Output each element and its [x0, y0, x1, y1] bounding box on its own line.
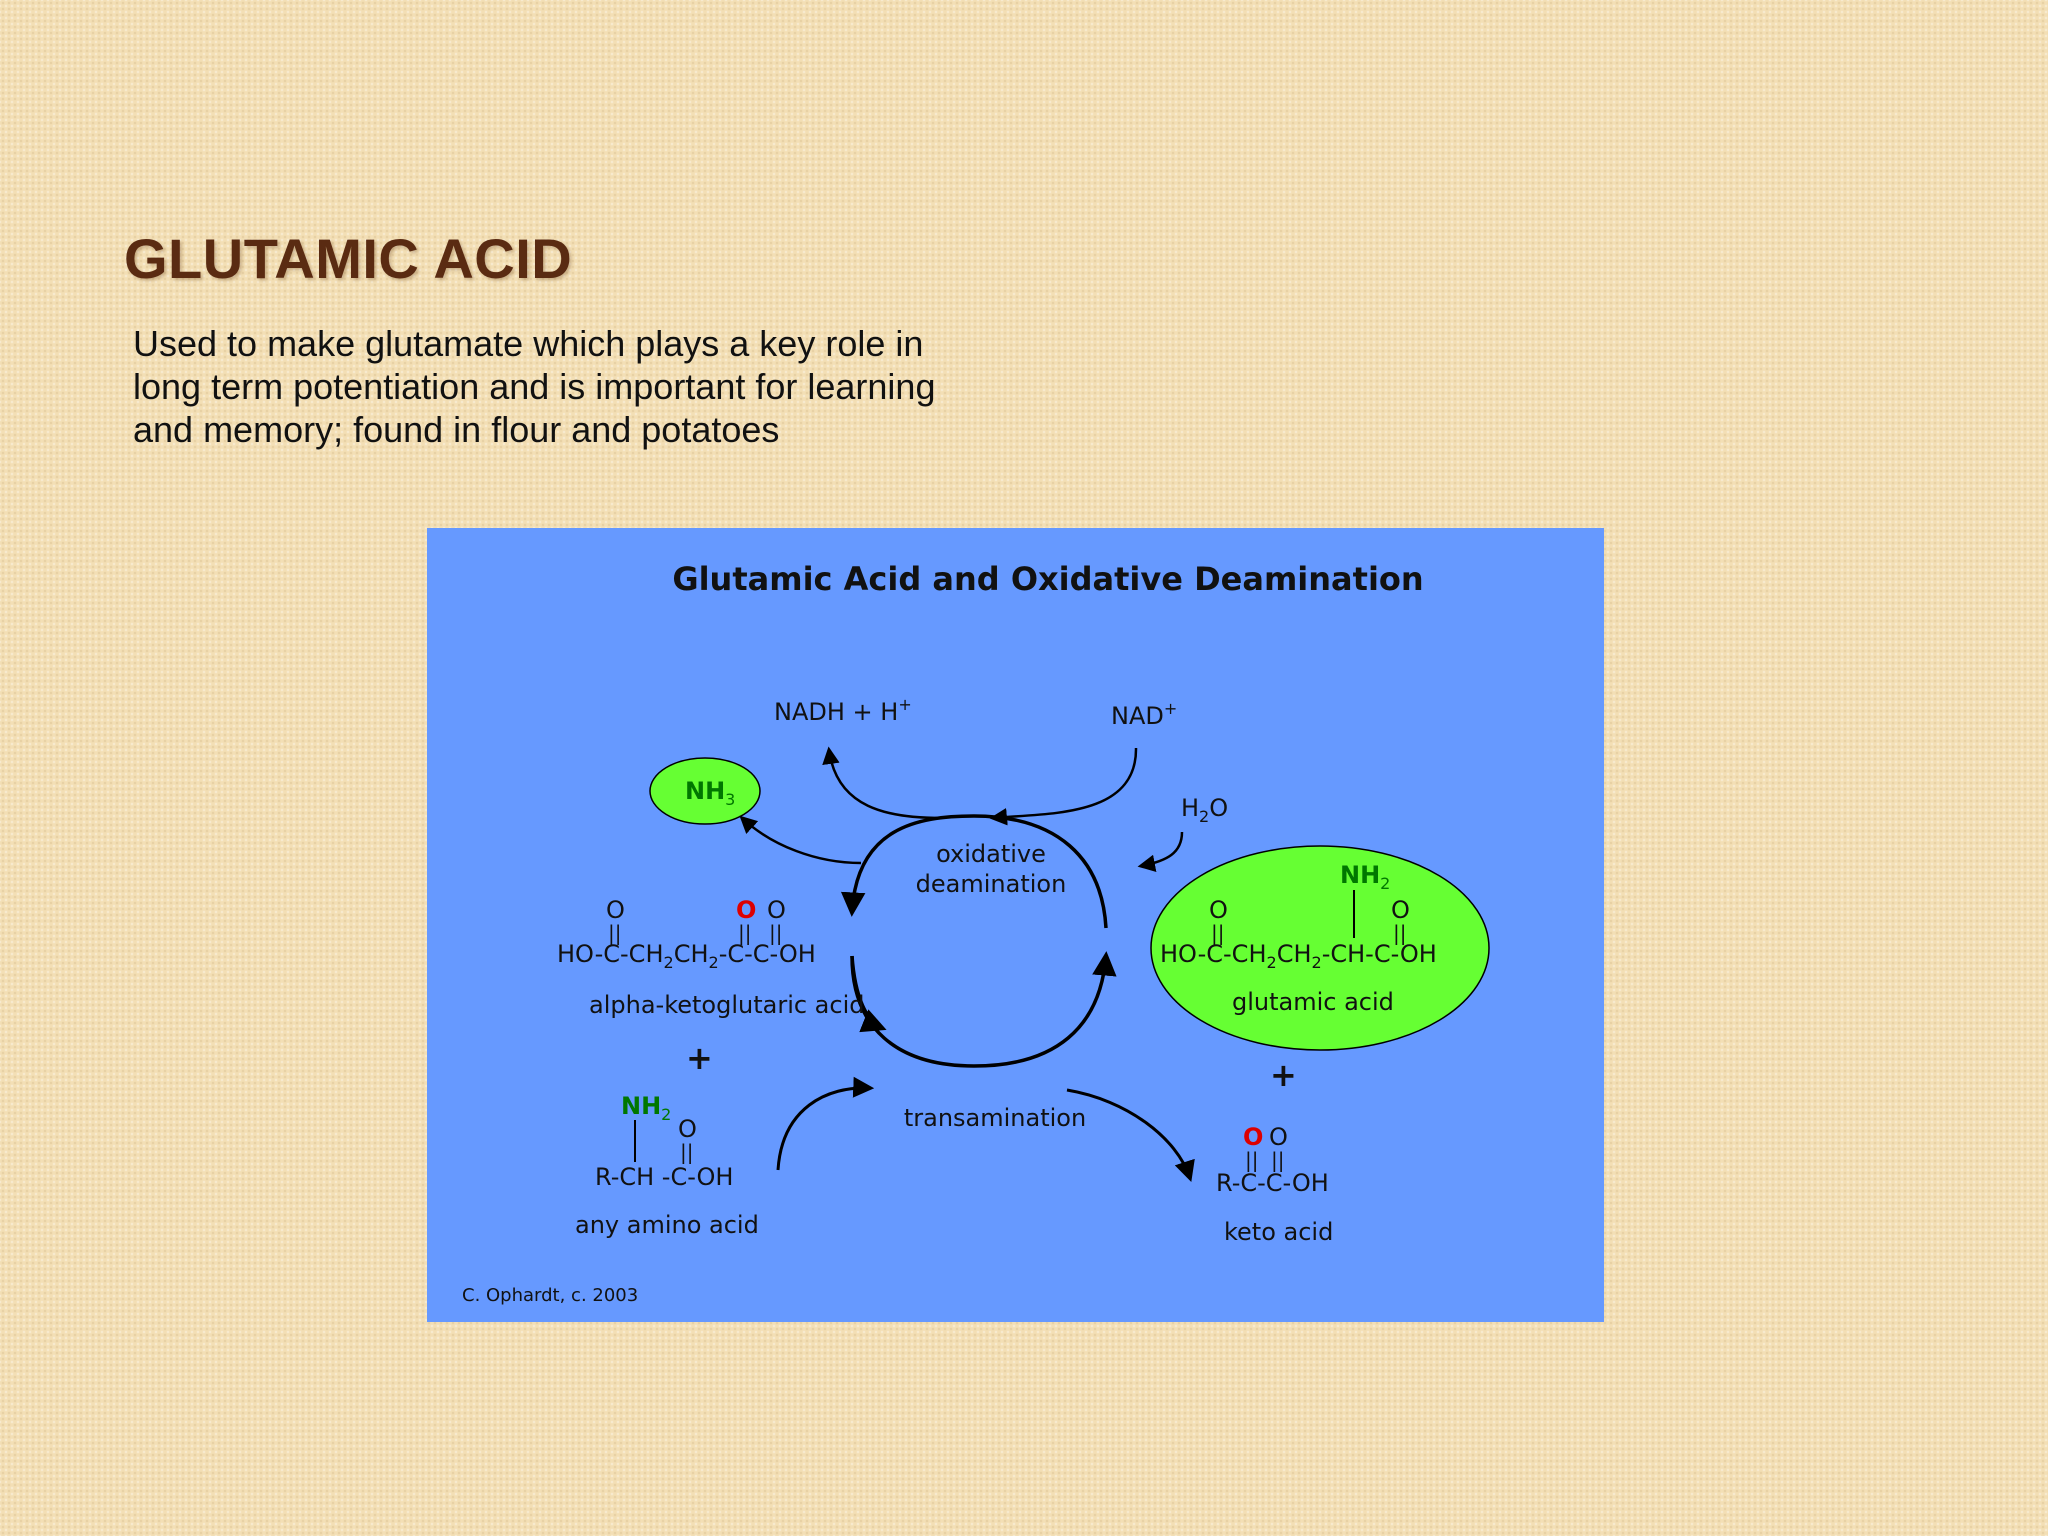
nad-label: NAD+	[1111, 699, 1177, 730]
nadh-label: NADH + H+	[774, 695, 912, 726]
keto-acid-formula: R-C-C-OH	[1216, 1169, 1329, 1197]
keto-acid: O O || || R-C-C-OH keto acid	[1216, 1123, 1333, 1246]
deamination-label: deamination	[916, 870, 1067, 898]
water-label: H2O	[1181, 794, 1228, 826]
nad-arrow	[989, 747, 1138, 826]
svg-text:O: O	[606, 896, 625, 924]
svg-text:||: ||	[1393, 921, 1406, 945]
keto-acid-arrow	[1066, 1088, 1195, 1182]
diagram-canvas: Glutamic Acid and Oxidative Deamination …	[462, 560, 1490, 1306]
svg-text:O: O	[678, 1115, 697, 1143]
figure-credit: C. Ophardt, c. 2003	[462, 1285, 638, 1306]
alpha-ketoglutaric-formula: HO-C-CH2CH2-C-C-OH	[557, 940, 816, 972]
svg-text:||: ||	[1271, 1148, 1284, 1172]
alpha-ketoglutaric-acid: O O O || || || HO-C-CH2CH2-C-C-OH alpha-…	[557, 896, 864, 1019]
svg-text:NH2: NH2	[621, 1092, 671, 1124]
ammonia-ellipse	[649, 757, 761, 825]
amino-acid-name: any amino acid	[575, 1211, 759, 1239]
svg-text:O: O	[736, 896, 756, 924]
svg-text:O: O	[767, 896, 786, 924]
ammonia-arrow	[739, 815, 862, 865]
plus-left: +	[686, 1039, 713, 1077]
slide-title: GLUTAMIC ACID	[124, 227, 573, 290]
slide-body-text: Used to make glutamate which plays a key…	[133, 323, 936, 450]
svg-text:||: ||	[769, 921, 782, 945]
svg-text:O: O	[1243, 1123, 1263, 1151]
svg-text:O: O	[1209, 896, 1228, 924]
keto-acid-name: keto acid	[1224, 1218, 1333, 1246]
diagram-title: Glutamic Acid and Oxidative Deamination	[672, 560, 1423, 598]
svg-text:NH2: NH2	[1340, 861, 1390, 893]
glutamic-acid-diagram: Glutamic Acid and Oxidative Deamination …	[427, 528, 1604, 1322]
transamination-label: transamination	[904, 1104, 1086, 1132]
svg-text:O: O	[1391, 896, 1410, 924]
transamination-arc	[850, 951, 1117, 1068]
svg-text:||: ||	[1245, 1148, 1258, 1172]
svg-text:O: O	[1269, 1123, 1288, 1151]
svg-text:||: ||	[1211, 921, 1224, 945]
svg-text:||: ||	[608, 921, 621, 945]
oxidative-deamination-arc	[840, 814, 1108, 929]
amino-acid-arrow	[776, 1076, 875, 1171]
ammonia-label: NH3	[685, 777, 735, 809]
svg-text:||: ||	[680, 1140, 693, 1164]
any-amino-acid: NH2 O || R-CH -C-OH any amino acid	[575, 1092, 759, 1239]
cycle-arrowhead-left	[850, 955, 887, 1033]
oxidative-label: oxidative	[936, 840, 1046, 868]
nadh-arrow	[822, 746, 943, 820]
glutamic-acid-formula: HO-C-CH2CH2-CH-C-OH	[1160, 940, 1437, 972]
plus-right: +	[1270, 1056, 1297, 1094]
glutamic-acid-name: glutamic acid	[1232, 988, 1394, 1016]
svg-text:||: ||	[738, 921, 751, 945]
amino-acid-formula: R-CH -C-OH	[595, 1163, 733, 1191]
alpha-ketoglutaric-name: alpha-ketoglutaric acid	[589, 991, 864, 1019]
water-arrow	[1137, 831, 1184, 872]
glutamic-acid-ellipse	[1150, 845, 1490, 1051]
glutamic-acid: NH2 O O || || HO-C-CH2CH2-CH-C-OH glutam…	[1160, 861, 1437, 1016]
